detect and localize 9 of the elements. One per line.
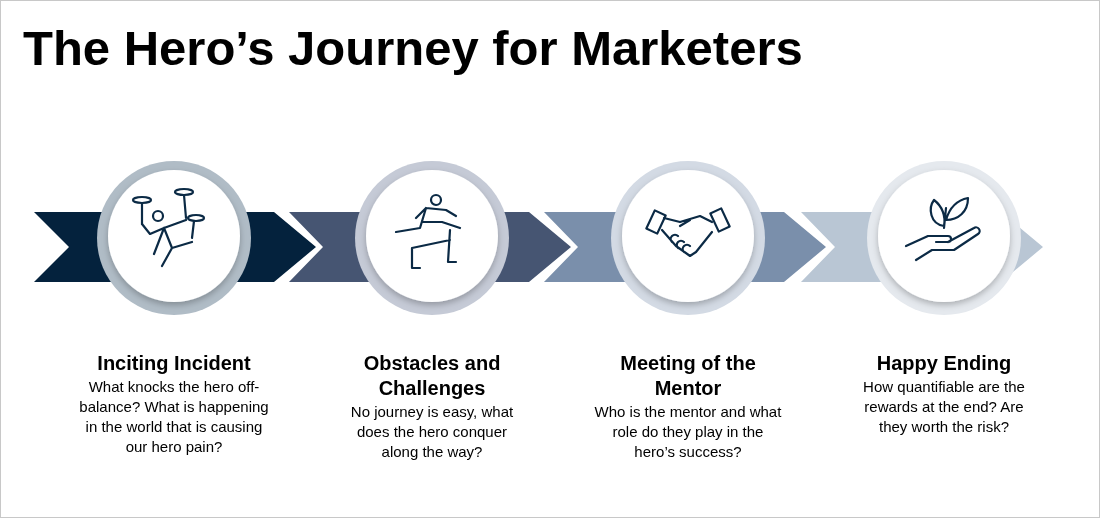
step-heading: Inciting Incident (96, 351, 252, 376)
step-description: Who is the mentor and what role do they play in the hero’s success? (593, 402, 783, 462)
step-heading: Happy Ending (875, 351, 1013, 376)
step-description: What knocks the hero off-balance? What is happening in the world that is causing our hero pain? (79, 377, 269, 457)
step-description: How quantifiable are the rewards at the end? Are they worth the risk? (862, 377, 1026, 437)
title: The Hero’s Journey for Marketers (23, 20, 803, 77)
step-heading: Obstacles and Challenges (362, 351, 502, 401)
step-heading: Meeting of the Mentor (619, 351, 757, 401)
step-description: No journey is easy, what does the hero conquer along the way? (349, 402, 515, 462)
